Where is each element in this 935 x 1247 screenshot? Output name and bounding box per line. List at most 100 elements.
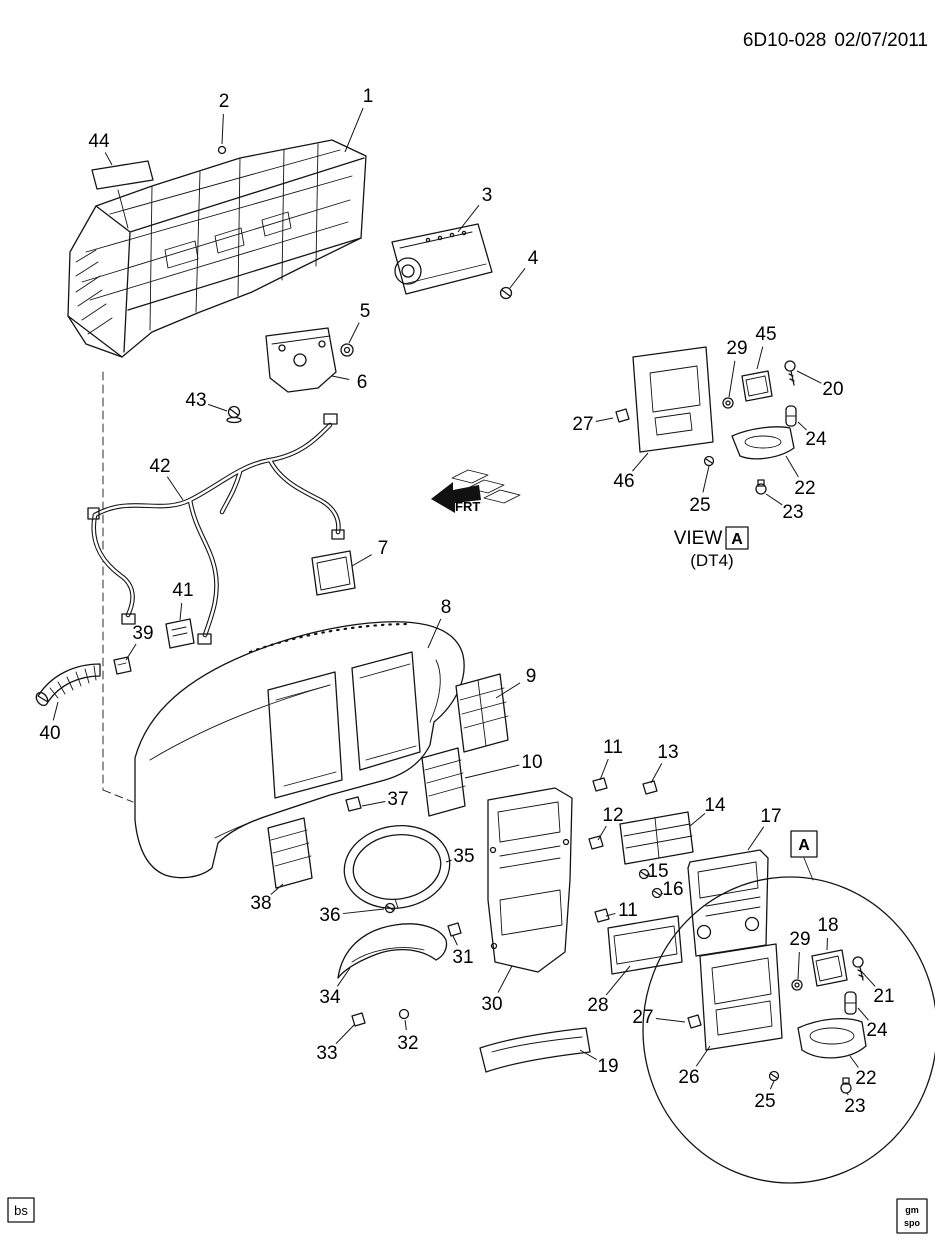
- callout-45: 45: [755, 324, 776, 345]
- callout-39: 39: [132, 623, 153, 644]
- screw-16: [651, 887, 663, 899]
- view-a-variant: (DT4): [690, 551, 733, 570]
- doc-number: 6D10-028: [743, 30, 826, 51]
- callout-20: 20: [822, 379, 843, 400]
- screw-25-lower: [768, 1070, 780, 1082]
- screw-20: [784, 360, 796, 386]
- cluster-bezel: [343, 825, 451, 909]
- callout-20-leader: [796, 370, 822, 384]
- callout-23: 23: [844, 1096, 865, 1117]
- callout-21: 21: [873, 986, 894, 1007]
- callout-4: 4: [528, 248, 539, 269]
- callout-25: 25: [754, 1091, 775, 1112]
- callout-27: 27: [572, 414, 593, 435]
- callout-29: 29: [726, 338, 747, 359]
- frt-direction-arrow: FRT: [431, 469, 521, 514]
- lower-trim-strip: [479, 1027, 591, 1073]
- clip-13: [642, 780, 658, 795]
- clip-12: [588, 835, 604, 850]
- view-a-letter: A: [731, 531, 743, 548]
- callout-7-leader: [351, 554, 373, 567]
- callout-24-leader: [797, 421, 807, 431]
- callout-11: 11: [618, 900, 638, 921]
- callout-9: 9: [526, 666, 537, 687]
- callout-34-leader: [336, 967, 351, 987]
- callout-11: 11: [603, 737, 623, 758]
- callout-19-leader: [579, 1049, 597, 1060]
- callout-43: 43: [185, 390, 206, 411]
- air-vent-14: [619, 811, 694, 865]
- callout-25: 25: [689, 495, 710, 516]
- callout-38-leader: [270, 883, 284, 895]
- callout-33-leader: [335, 1023, 356, 1044]
- construction-lines: [102, 371, 134, 803]
- callout-36: 36: [319, 905, 340, 926]
- callout-42-leader: [166, 476, 184, 501]
- callout-5-leader: [348, 322, 360, 344]
- detail-a-callout-box: [790, 830, 818, 881]
- callout-43-leader: [208, 403, 228, 412]
- clip-33: [351, 1012, 366, 1027]
- cylinder-24-lower: [844, 991, 857, 1015]
- view-a-word: VIEW: [674, 528, 723, 549]
- wiring-harness: [87, 413, 345, 645]
- footer-right-code-line2: spo: [904, 1218, 921, 1228]
- callout-1: 1: [363, 86, 374, 107]
- screw-25-upper: [703, 455, 715, 467]
- callout-21-leader: [861, 971, 876, 987]
- clip-11-lower: [594, 908, 610, 923]
- callout-28: 28: [587, 995, 608, 1016]
- flex-hose-40: [35, 663, 101, 707]
- center-stack-housing: [487, 787, 573, 973]
- callout-22: 22: [794, 478, 815, 499]
- callout-9-leader: [495, 682, 521, 699]
- callout-32: 32: [397, 1033, 418, 1054]
- callout-42: 42: [149, 456, 170, 477]
- callout-12: 12: [602, 805, 623, 826]
- display-module: [391, 223, 493, 295]
- clip-39: [113, 656, 132, 675]
- callout-15-leader: [645, 873, 651, 877]
- callout-16-leader: [660, 892, 664, 895]
- bulb-23-upper: [755, 479, 767, 495]
- air-vent-10: [421, 747, 466, 817]
- callout-31-leader: [452, 935, 458, 946]
- callout-2-leader: [221, 113, 224, 145]
- screw-36: [384, 902, 396, 914]
- callout-18: 18: [817, 915, 838, 936]
- ashtray-22-upper: [731, 426, 795, 460]
- callout-27-leader: [595, 417, 614, 422]
- callout-2: 2: [219, 91, 230, 112]
- ashtray-22-lower: [797, 1018, 867, 1059]
- clip-37: [345, 796, 362, 812]
- trim-panel-46: [632, 346, 714, 453]
- callout-24: 24: [805, 429, 827, 450]
- doc-date: 02/07/2011: [834, 30, 928, 51]
- trim-plate-28: [607, 915, 683, 975]
- callout-39-leader: [125, 643, 137, 661]
- document-number-header: 6D10-028 02/07/2011: [743, 30, 928, 51]
- callout-12-leader: [597, 825, 607, 841]
- footer-right-box: [896, 1198, 928, 1234]
- callout-26: 26: [678, 1067, 699, 1088]
- callout-13-leader: [650, 763, 663, 784]
- callout-41-leader: [179, 602, 183, 621]
- callout-29-leader: [728, 360, 736, 398]
- callout-6-leader: [331, 375, 350, 380]
- callout-22: 22: [855, 1068, 876, 1089]
- clip-32: [398, 1008, 410, 1020]
- detail-a-letter: A: [798, 837, 810, 854]
- callout-32-leader: [404, 1019, 407, 1031]
- callout-16: 16: [662, 879, 683, 900]
- clip-27-upper: [615, 408, 630, 423]
- cylinder-24-upper: [785, 405, 797, 427]
- callout-36-leader: [342, 908, 385, 915]
- connector-41: [165, 618, 195, 649]
- callout-40: 40: [39, 723, 60, 744]
- callout-14-leader: [689, 812, 706, 827]
- callout-44-leader: [104, 152, 113, 166]
- callout-29-leader: [797, 951, 800, 980]
- view-a-letter-box: [725, 526, 749, 550]
- nut-29-lower: [791, 979, 803, 991]
